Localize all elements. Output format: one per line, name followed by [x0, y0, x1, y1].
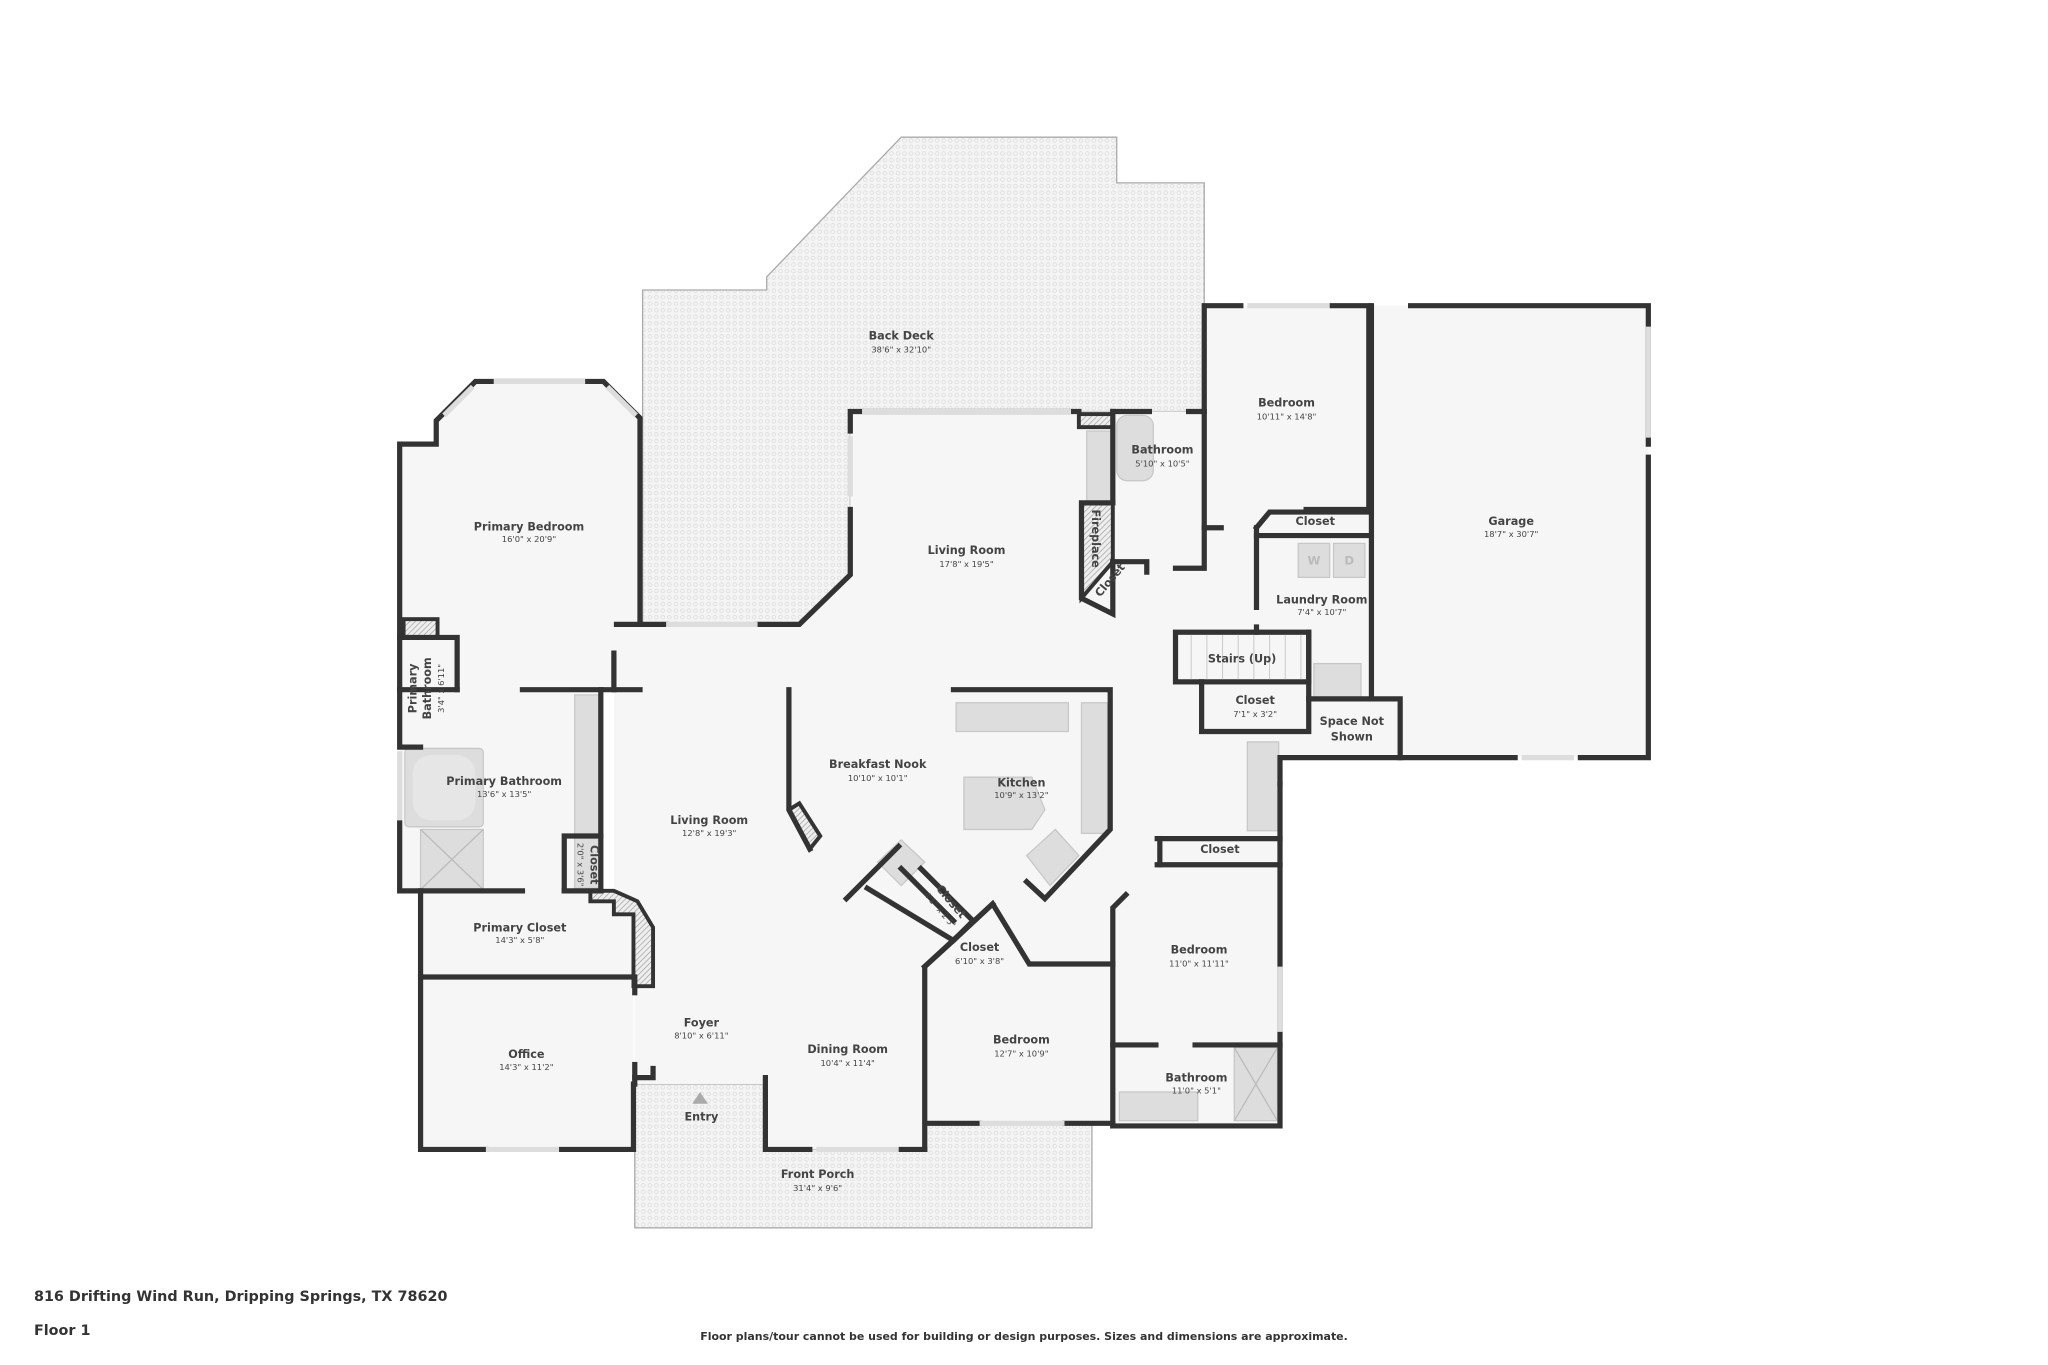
- room-name: Foyer: [684, 1017, 720, 1030]
- room-name: Bathroom: [421, 657, 434, 719]
- room-dims: 2'0" x 3'6": [575, 843, 585, 887]
- room-name: Entry: [684, 1111, 719, 1124]
- room-name: Back Deck: [869, 330, 935, 343]
- washer: [1297, 542, 1331, 579]
- room-name: Closet: [1200, 843, 1240, 856]
- room-dims: 10'9" x 13'2": [994, 790, 1049, 800]
- fixtures: [404, 414, 1362, 1122]
- room-dims: 10'4" x 11'4": [820, 1058, 875, 1068]
- room-name: Breakfast Nook: [829, 758, 927, 771]
- entry-arrow-icon: [692, 1091, 708, 1104]
- walls: [397, 303, 1651, 1153]
- room-dims: 7'4" x 10'7": [1297, 607, 1346, 617]
- room-name: Laundry Room: [1276, 593, 1367, 606]
- room-name: Stairs (Up): [1208, 652, 1276, 665]
- room-name: Bedroom: [1258, 396, 1315, 409]
- room-name: Garage: [1488, 515, 1534, 528]
- room-dims: 8'10" x 6'11": [674, 1030, 729, 1040]
- room-name: Office: [508, 1048, 545, 1061]
- room-name: Kitchen: [997, 776, 1045, 789]
- windows: [397, 303, 1651, 1153]
- room-dims: 11'0" x 5'1": [1172, 1085, 1221, 1095]
- dryer: [1332, 542, 1366, 579]
- room-dims: 5'10" x 10'5": [1135, 458, 1190, 468]
- room-dims: 14'3" x 5'8": [495, 935, 544, 945]
- room-name: Bedroom: [993, 1034, 1050, 1047]
- floor-label: Floor 1: [34, 1323, 91, 1339]
- room-name: Space Not: [1320, 715, 1385, 728]
- address: 816 Drifting Wind Run, Dripping Springs,…: [34, 1289, 448, 1305]
- room-dims: 38'6" x 32'10": [871, 345, 931, 355]
- room-name: Closet: [1235, 694, 1275, 707]
- room-dims: 14'3" x 11'2": [499, 1062, 554, 1072]
- room-dims: 12'7" x 10'9": [994, 1049, 1049, 1059]
- room-name: Primary Closet: [473, 921, 567, 934]
- room-name: Bedroom: [1171, 944, 1228, 957]
- washer-label: W: [1307, 553, 1320, 567]
- room-name: Closet: [1296, 515, 1336, 528]
- dryer-label: D: [1344, 553, 1354, 567]
- room-name: Shown: [1331, 731, 1373, 744]
- room-name: Fireplace: [1089, 509, 1102, 568]
- room-name: Bathroom: [1165, 1072, 1227, 1085]
- room-name: Closet: [587, 845, 600, 885]
- room-name: Closet: [960, 941, 1000, 954]
- room-name: Bathroom: [1131, 443, 1193, 456]
- room-dims: 10'10" x 10'1": [848, 773, 908, 783]
- room-name: Living Room: [928, 544, 1006, 557]
- room-dims: 6'10" x 3'8": [955, 956, 1004, 966]
- room-dims: 3'4" x 6'11": [436, 664, 446, 713]
- room-dims: 16'0" x 20'9": [502, 534, 557, 544]
- room-dims: 11'0" x 11'11": [1169, 959, 1229, 969]
- room-name: Front Porch: [781, 1168, 855, 1181]
- room-name: Living Room: [670, 814, 748, 827]
- room-name: Primary Bathroom: [446, 775, 562, 788]
- room-dims: 31'4" x 9'6": [793, 1183, 842, 1193]
- room-dims: 13'6" x 13'5": [477, 789, 532, 799]
- room-dims: 12'8" x 19'3": [682, 828, 737, 838]
- interior-floor: [399, 305, 1649, 1150]
- room-dims: 18'7" x 30'7": [1484, 529, 1539, 539]
- room-name: Primary Bedroom: [474, 520, 584, 533]
- room-dims: 7'1" x 3'2": [1233, 709, 1277, 719]
- room-name: Dining Room: [807, 1043, 888, 1056]
- room-dims: 10'11" x 14'8": [1257, 411, 1317, 421]
- disclaimer: Floor plans/tour cannot be used for buil…: [700, 1330, 1348, 1343]
- room-dims: 17'8" x 19'5": [939, 559, 994, 569]
- room-name: Primary: [407, 663, 420, 713]
